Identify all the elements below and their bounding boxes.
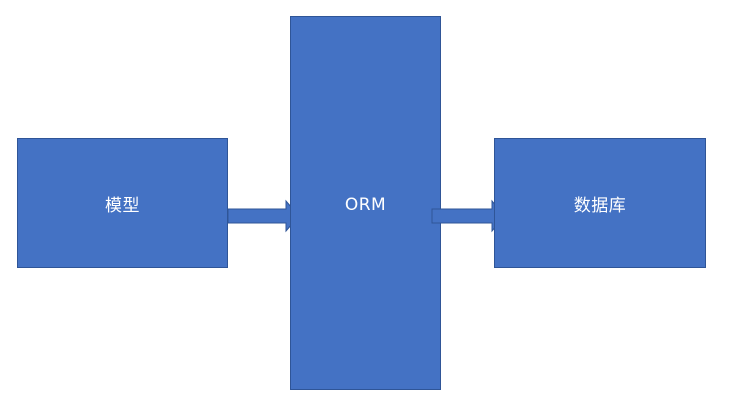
node-model: 模型 xyxy=(17,138,228,268)
node-database-label: 数据库 xyxy=(573,195,627,216)
node-orm: ORM xyxy=(290,16,441,390)
node-orm-label: ORM xyxy=(344,195,387,215)
node-database: 数据库 xyxy=(494,138,706,268)
node-model-label: 模型 xyxy=(105,195,140,216)
